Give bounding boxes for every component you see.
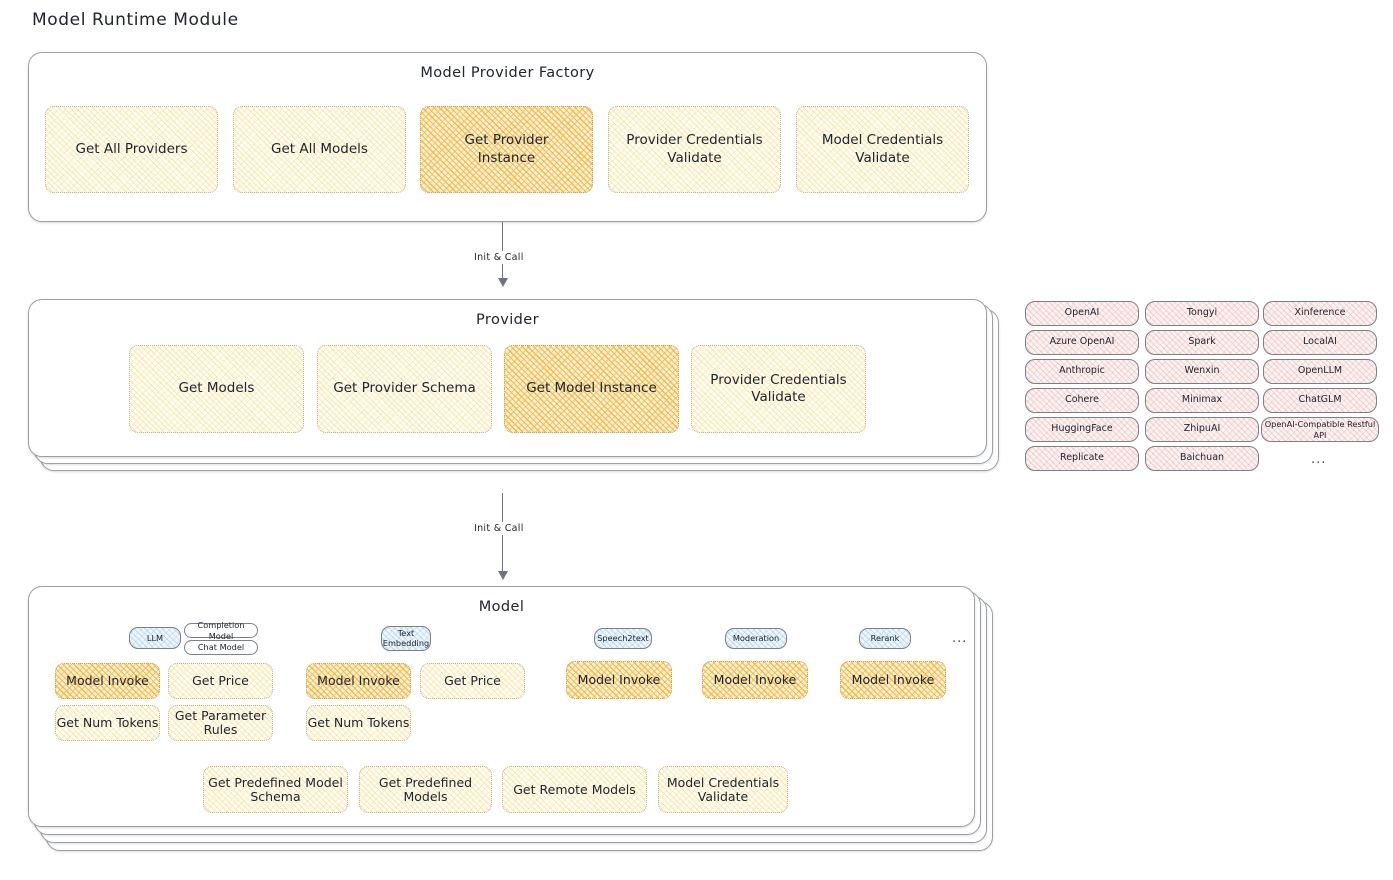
- provider-chip-anthropic[interactable]: Anthropic: [1025, 359, 1139, 384]
- provider-chip-openai-compatible-restful-api[interactable]: OpenAI-Compatible Restful API: [1261, 417, 1379, 442]
- provider-chip-spark[interactable]: Spark: [1145, 330, 1259, 355]
- provider-chip-chatglm[interactable]: ChatGLM: [1263, 388, 1377, 413]
- node-get-model-instance[interactable]: Get Model Instance: [504, 345, 679, 433]
- model-types-more: ...: [952, 631, 968, 646]
- arrow-provider-to-model-label: Init & Call: [470, 522, 528, 535]
- node-get-provider-schema[interactable]: Get Provider Schema: [317, 345, 492, 433]
- node-embedding-get-price[interactable]: Get Price: [420, 663, 525, 699]
- provider-chip-tongyi[interactable]: Tongyi: [1145, 301, 1259, 326]
- panel-title-provider: Provider: [476, 312, 539, 328]
- node-provider-credentials-validate[interactable]: Provider Credentials Validate: [608, 106, 781, 193]
- page-title: Model Runtime Module: [32, 10, 239, 30]
- provider-chip-huggingface[interactable]: HuggingFace: [1025, 417, 1139, 442]
- provider-chip-minimax[interactable]: Minimax: [1145, 388, 1259, 413]
- panel-title-model: Model: [478, 599, 525, 615]
- model-type-speech2text[interactable]: Speech2text: [594, 628, 652, 649]
- node-llm-get-parameter-rules[interactable]: Get Parameter Rules: [168, 705, 273, 741]
- model-subtype-chat-model[interactable]: Chat Model: [184, 640, 258, 655]
- model-subtype-completion-model[interactable]: Completion Model: [184, 620, 258, 641]
- node-get-remote-models[interactable]: Get Remote Models: [502, 766, 647, 813]
- arrow-provider-to-model-head: [498, 571, 508, 580]
- node-get-provider-instance[interactable]: Get Provider Instance: [420, 106, 593, 193]
- node-embedding-get-num-tokens[interactable]: Get Num Tokens: [306, 705, 411, 741]
- node-get-all-models[interactable]: Get All Models: [233, 106, 406, 193]
- arrow-factory-to-provider-head: [498, 278, 508, 287]
- model-type-rerank[interactable]: Rerank: [859, 628, 911, 649]
- node-get-models[interactable]: Get Models: [129, 345, 304, 433]
- provider-chip-openllm[interactable]: OpenLLM: [1263, 359, 1377, 384]
- panel-title-factory: Model Provider Factory: [420, 65, 595, 81]
- node-model-credentials-validate[interactable]: Model Credentials Validate: [796, 106, 969, 193]
- node-get-predefined-models[interactable]: Get Predefined Models: [359, 766, 492, 813]
- provider-chip-wenxin[interactable]: Wenxin: [1145, 359, 1259, 384]
- provider-list-more: ...: [1311, 452, 1327, 467]
- model-type-text-embedding[interactable]: Text Embedding: [381, 626, 431, 651]
- node-embedding-model-invoke[interactable]: Model Invoke: [306, 663, 411, 699]
- provider-chip-localai[interactable]: LocalAI: [1263, 330, 1377, 355]
- arrow-factory-to-provider-label: Init & Call: [470, 251, 528, 264]
- node-llm-get-num-tokens[interactable]: Get Num Tokens: [55, 705, 160, 741]
- provider-chip-azure-openai[interactable]: Azure OpenAI: [1025, 330, 1139, 355]
- provider-chip-baichuan[interactable]: Baichuan: [1145, 446, 1259, 471]
- node-model-credentials-validate-2[interactable]: Model Credentials Validate: [658, 766, 788, 813]
- node-get-predefined-model-schema[interactable]: Get Predefined Model Schema: [203, 766, 348, 813]
- node-rerank-model-invoke[interactable]: Model Invoke: [840, 661, 946, 699]
- node-speech2text-model-invoke[interactable]: Model Invoke: [566, 661, 672, 699]
- model-type-moderation[interactable]: Moderation: [725, 628, 787, 649]
- provider-chip-cohere[interactable]: Cohere: [1025, 388, 1139, 413]
- provider-chip-replicate[interactable]: Replicate: [1025, 446, 1139, 471]
- node-llm-get-price[interactable]: Get Price: [168, 663, 273, 699]
- node-provider-credentials-validate-2[interactable]: Provider Credentials Validate: [691, 345, 866, 433]
- provider-chip-openai[interactable]: OpenAI: [1025, 301, 1139, 326]
- provider-chip-xinference[interactable]: Xinference: [1263, 301, 1377, 326]
- provider-chip-zhipuai[interactable]: ZhipuAI: [1145, 417, 1259, 442]
- node-llm-model-invoke[interactable]: Model Invoke: [55, 663, 160, 699]
- node-get-all-providers[interactable]: Get All Providers: [45, 106, 218, 193]
- node-moderation-model-invoke[interactable]: Model Invoke: [702, 661, 808, 699]
- model-type-llm[interactable]: LLM: [129, 627, 181, 649]
